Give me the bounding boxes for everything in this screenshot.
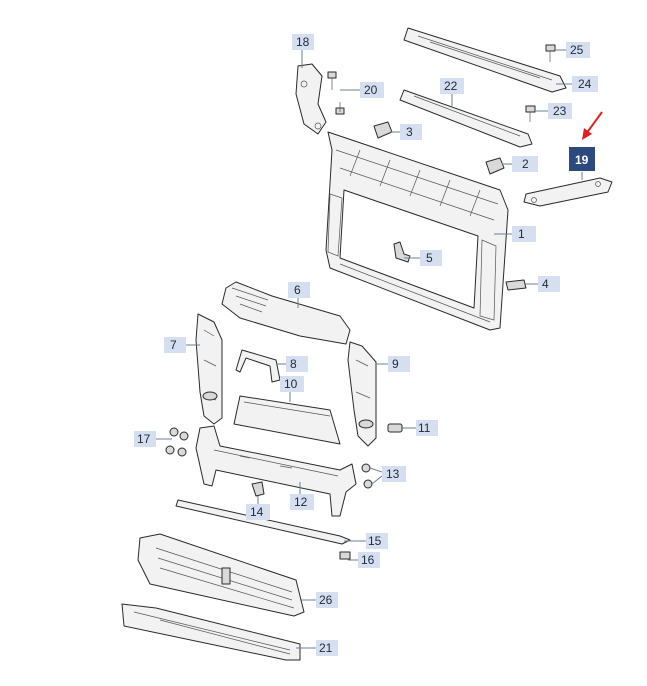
callout-3: 3: [400, 124, 422, 140]
callout-24: 24: [572, 76, 598, 92]
callout-21: 21: [316, 640, 338, 656]
part-10-cover: [233, 395, 341, 445]
svg-text:3: 3: [406, 125, 413, 139]
callout-17: 17: [134, 431, 156, 447]
svg-text:11: 11: [418, 421, 431, 435]
callout-4: 4: [538, 276, 560, 292]
svg-text:17: 17: [137, 432, 151, 446]
part-6-air-duct: [221, 281, 351, 345]
part-12-carrier-bar: [195, 425, 357, 517]
svg-text:2: 2: [522, 157, 529, 171]
callout-13: 13: [382, 466, 406, 482]
svg-text:7: 7: [170, 338, 177, 352]
part-7-left-air-guide: [195, 313, 223, 425]
callout-6: 6: [288, 282, 310, 298]
svg-text:26: 26: [319, 593, 333, 607]
callout-15: 15: [366, 533, 388, 549]
red-arrow-icon: [582, 111, 603, 140]
callout-12: 12: [290, 494, 314, 510]
svg-text:16: 16: [361, 553, 375, 567]
svg-text:23: 23: [553, 104, 567, 118]
leader-lines: [156, 49, 583, 649]
part-3-clip: [373, 121, 393, 139]
part-23-bolt: [525, 105, 536, 122]
callout-5: 5: [420, 250, 442, 266]
part-18-bracket: [295, 63, 327, 135]
svg-text:22: 22: [444, 79, 458, 93]
svg-text:1: 1: [518, 227, 525, 241]
callout-2: 2: [512, 156, 538, 172]
svg-text:9: 9: [392, 357, 399, 371]
svg-text:24: 24: [578, 77, 592, 91]
svg-text:19: 19: [575, 153, 589, 167]
svg-text:25: 25: [570, 43, 584, 57]
callout-16: 16: [358, 552, 380, 568]
svg-text:6: 6: [294, 283, 301, 297]
callout-8: 8: [286, 356, 308, 372]
callout-18: 18: [292, 34, 314, 50]
callout-25: 25: [566, 42, 590, 58]
callout-9: 9: [388, 356, 410, 372]
part-15-strip: [175, 499, 351, 545]
callout-10: 10: [280, 376, 304, 392]
callout-20: 20: [360, 82, 384, 98]
svg-text:20: 20: [364, 83, 378, 97]
callout-1: 1: [512, 226, 536, 242]
part-26-shutter: [137, 533, 305, 617]
svg-text:13: 13: [386, 467, 400, 481]
part-1-front-carrier: [325, 131, 509, 331]
callout-19: 19: [569, 147, 595, 171]
svg-text:12: 12: [294, 495, 308, 509]
svg-text:10: 10: [284, 377, 298, 391]
callout-14: 14: [246, 504, 270, 520]
part-25-bolt: [545, 44, 556, 62]
part-24-upper-rail: [403, 27, 567, 93]
callout-7: 7: [164, 337, 186, 353]
callout-22: 22: [440, 78, 464, 94]
part-13-screws: [361, 463, 373, 489]
svg-text:21: 21: [319, 641, 333, 655]
svg-text:14: 14: [250, 505, 264, 519]
svg-text:18: 18: [296, 35, 310, 49]
part-2-clip: [485, 157, 505, 175]
svg-text:8: 8: [290, 357, 297, 371]
part-20-bolts: [327, 71, 345, 115]
callout-26: 26: [316, 592, 338, 608]
part-9-right-air-guide: [347, 341, 377, 447]
svg-text:4: 4: [542, 277, 549, 291]
part-11-fastener: [387, 423, 403, 433]
callout-11: 11: [416, 420, 438, 436]
svg-text:5: 5: [426, 251, 433, 265]
part-17-screws: [165, 427, 189, 457]
part-22-rail: [399, 89, 533, 148]
part-14-clip: [251, 481, 265, 497]
part-21-lower-beam: [121, 603, 301, 661]
part-5-clip: [393, 241, 411, 263]
callout-23: 23: [548, 103, 572, 119]
part-19-bracket: [523, 177, 613, 207]
part-16-screw: [339, 551, 351, 560]
svg-text:15: 15: [368, 534, 382, 548]
part-4-clip: [505, 279, 527, 291]
part-8-frame: [235, 349, 281, 383]
